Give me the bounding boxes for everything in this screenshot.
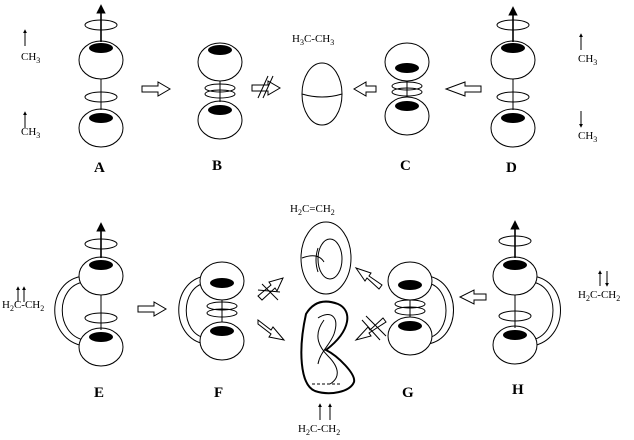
structure-d xyxy=(490,6,536,148)
hollow-arrow-g-up xyxy=(354,267,383,290)
twisted-diradical-orbital xyxy=(300,300,356,395)
structure-g xyxy=(387,261,454,356)
ethylene-pi-torus xyxy=(300,221,352,295)
structure-b xyxy=(197,42,243,140)
label-h: H xyxy=(512,382,524,398)
methyl-label-d-bottom: CH3 xyxy=(578,130,597,144)
label-c: C xyxy=(400,158,411,174)
hollow-arrow-c xyxy=(353,81,377,97)
label-f: F xyxy=(214,385,223,401)
hollow-arrow-ab xyxy=(141,81,171,97)
structure-e xyxy=(54,222,124,367)
hollow-arrow-dc xyxy=(444,81,482,97)
blocked-arrow-b xyxy=(251,75,281,99)
label-b: B xyxy=(212,158,222,174)
ethane-label: H3C-CH3 xyxy=(292,33,334,47)
diradical-label-h: H2C-CH2 xyxy=(578,289,620,303)
methyl-label-a-bottom: CH3 xyxy=(21,126,40,140)
blocked-arrow-g-down xyxy=(354,315,387,341)
structure-h xyxy=(492,220,561,365)
methyl-label-d-top: CH3 xyxy=(578,53,597,67)
hollow-arrow-hg xyxy=(458,289,487,305)
label-d: D xyxy=(506,160,517,176)
label-e: E xyxy=(94,385,104,401)
label-g: G xyxy=(402,385,414,401)
diradical-label-bottom: H2C-CH2 xyxy=(298,423,340,437)
structure-c xyxy=(384,42,430,136)
hollow-arrow-ef xyxy=(137,301,167,317)
methyl-label-a-top: CH3 xyxy=(21,51,40,65)
structure-a xyxy=(78,4,124,148)
blocked-arrow-f-up xyxy=(257,277,284,301)
label-a: A xyxy=(94,160,105,176)
structure-f xyxy=(178,261,245,361)
ethane-sigma-orbital xyxy=(301,62,343,126)
diradical-label-e: H2C-CH2 xyxy=(2,299,44,313)
hollow-arrow-f-down xyxy=(257,318,286,341)
ethylene-label: H2C=CH2 xyxy=(290,203,335,217)
